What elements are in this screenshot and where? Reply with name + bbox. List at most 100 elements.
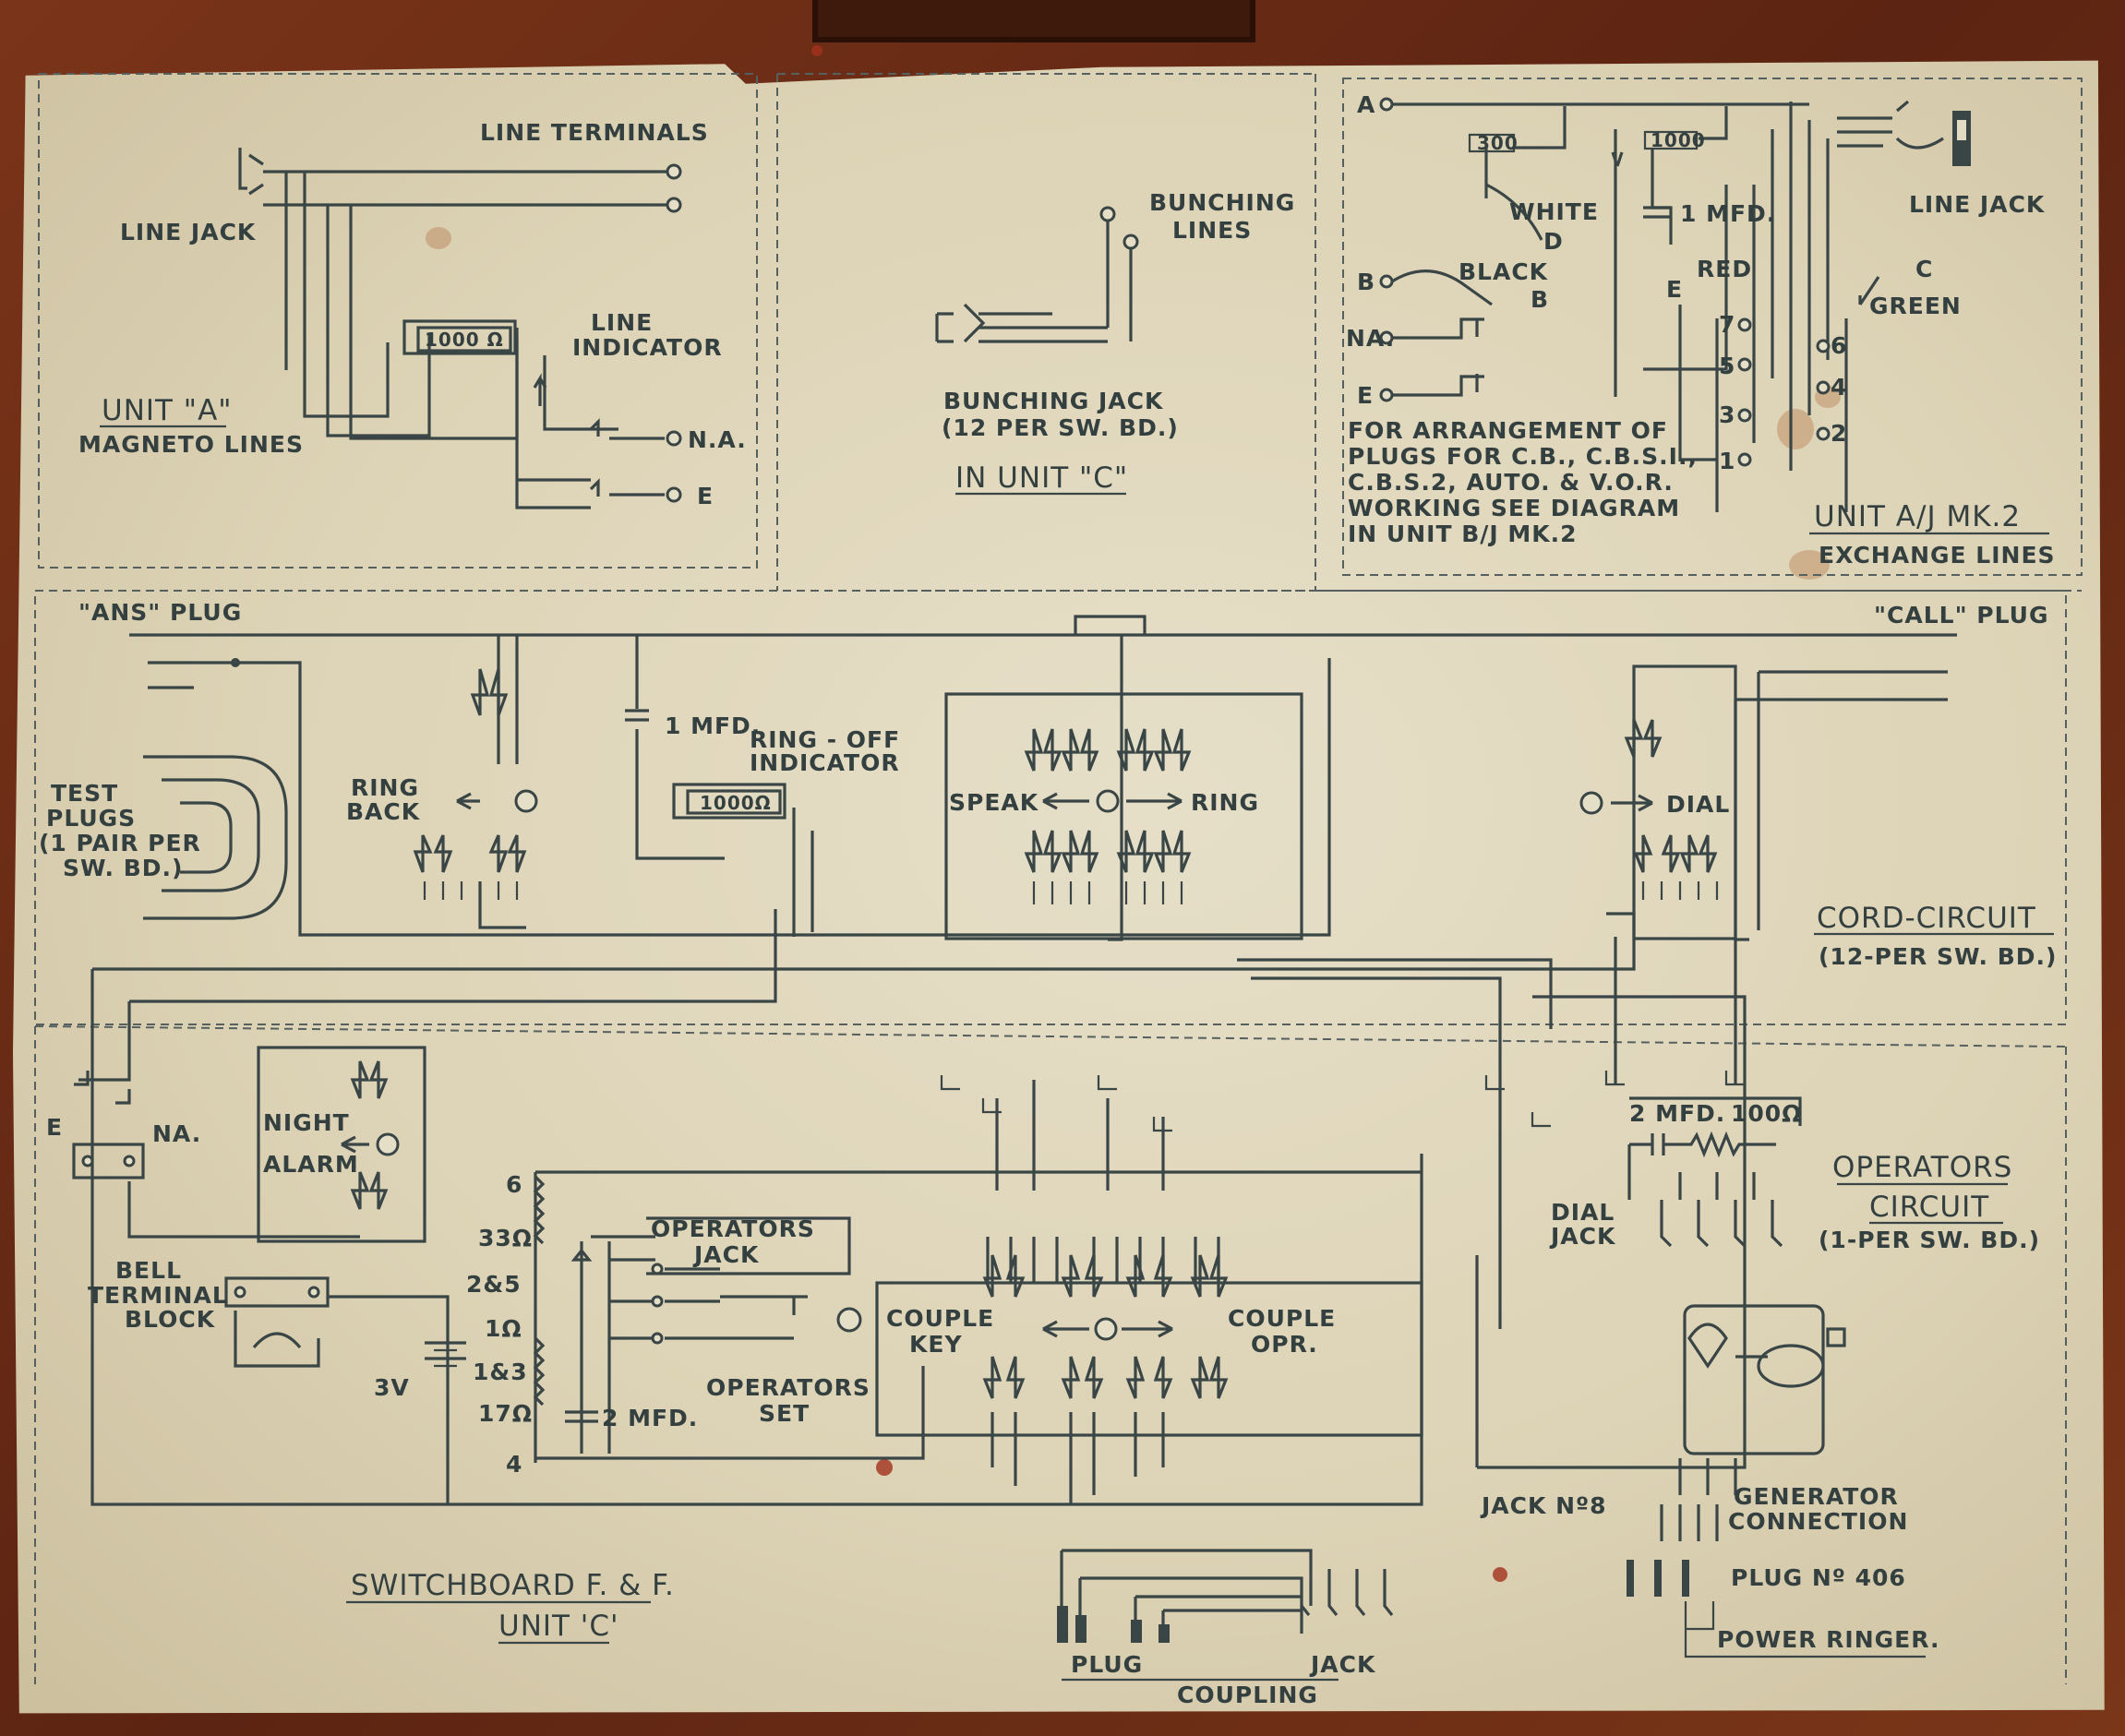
label-t13: 1&3 xyxy=(473,1359,528,1385)
label-test-plugs-2: PLUGS xyxy=(46,805,136,832)
label-bunching-jack-2: (12 PER SW. BD.) xyxy=(942,414,1179,441)
label-ring-off-1: RING - OFF xyxy=(750,726,900,753)
label-res-100: 100Ω xyxy=(1731,1100,1802,1127)
label-speak: SPEAK xyxy=(949,789,1039,816)
label-arrangement-1: FOR ARRANGEMENT OF xyxy=(1348,417,1668,444)
label-test-plugs-1: TEST xyxy=(51,780,118,807)
label-switchboard-2: UNIT 'C' xyxy=(498,1610,619,1643)
label-cord-circuit-sub: (12-PER SW. BD.) xyxy=(1819,943,2057,970)
label-op-jack-1: OPERATORS xyxy=(651,1215,815,1242)
label-dial: DIAL xyxy=(1666,791,1730,818)
label-res-1000-a: 1000 Ω xyxy=(425,329,504,351)
label-op-circuit-3: (1-PER SW. BD.) xyxy=(1819,1227,2040,1253)
label-white: WHITE xyxy=(1509,198,1599,225)
label-res-1000-cord: 1000Ω xyxy=(700,792,772,814)
label-couple-opr-2: OPR. xyxy=(1251,1331,1318,1358)
label-line-jack-a: LINE JACK xyxy=(120,219,257,245)
label-power-ringer: POWER RINGER. xyxy=(1717,1626,1939,1653)
label-res-1000-aj: 1000 xyxy=(1651,129,1706,151)
label-arrangement-5: IN UNIT B/J MK.2 xyxy=(1348,521,1578,547)
label-ring-off-2: INDICATOR xyxy=(750,749,900,776)
operators-circuit xyxy=(72,937,1926,1658)
label-aj-na: NA. xyxy=(1346,325,1395,352)
labels: LINE TERMINALS LINE JACK 1000 Ω LINE IND… xyxy=(39,91,2057,1708)
label-line-terminals: LINE TERMINALS xyxy=(480,119,709,146)
label-aj-b: B xyxy=(1357,269,1375,295)
label-t4: 4 xyxy=(506,1451,522,1478)
label-unit-a-sub: MAGNETO LINES xyxy=(78,431,304,458)
label-pin7: 7 xyxy=(1719,311,1735,338)
label-t25: 2&5 xyxy=(466,1271,522,1298)
label-bunching-jack-1: BUNCHING JACK xyxy=(943,388,1164,414)
label-t17: 17Ω xyxy=(478,1400,533,1427)
frame-top-tab xyxy=(812,0,1255,42)
label-switchboard-1: SWITCHBOARD F. & F. xyxy=(351,1569,675,1602)
label-op-jack-2: JACK xyxy=(692,1241,760,1268)
label-pin3: 3 xyxy=(1719,401,1735,428)
label-red: RED xyxy=(1697,256,1752,282)
label-line-jack-aj: LINE JACK xyxy=(1909,191,2046,218)
label-bunching-lines-1: BUNCHING xyxy=(1149,189,1295,216)
label-arrangement-3: C.B.S.2, AUTO. & V.O.R. xyxy=(1348,469,1674,496)
label-line-indicator-1: LINE xyxy=(591,309,653,336)
label-gen-1: GENERATOR xyxy=(1734,1483,1899,1510)
coupling xyxy=(1057,1549,1394,1682)
label-e-op: E xyxy=(46,1114,63,1141)
label-unit-a-title: UNIT "A" xyxy=(102,394,233,427)
label-night: NIGHT xyxy=(263,1109,350,1136)
label-plug: PLUG xyxy=(1071,1651,1143,1678)
label-cap-2mfd-op: 2 MFD. xyxy=(602,1405,698,1431)
label-b2: B xyxy=(1531,286,1549,313)
label-cap-1mfd-aj: 1 MFD. xyxy=(1680,200,1776,227)
label-res-300: 300 xyxy=(1477,132,1519,154)
label-bell-1: BELL xyxy=(115,1257,182,1284)
speak-ring-contacts xyxy=(1024,728,1192,904)
label-dial-jack-2: JACK xyxy=(1549,1223,1616,1250)
label-gen-2: CONNECTION xyxy=(1728,1508,1908,1535)
unit-aj-circuit xyxy=(1379,97,1971,512)
label-black: BLACK xyxy=(1459,258,1549,285)
paper-sheet xyxy=(13,60,2105,1714)
bunching-jack-circuit xyxy=(935,206,1139,343)
label-pin6: 6 xyxy=(1831,332,1847,359)
label-na-a: N.A. xyxy=(688,426,747,453)
label-op-set-1: OPERATORS xyxy=(706,1374,870,1401)
label-unit-aj-sub: EXCHANGE LINES xyxy=(1819,542,2056,569)
label-batt-3v: 3V xyxy=(374,1374,410,1401)
test-plugs xyxy=(143,755,288,920)
label-t6: 6 xyxy=(506,1171,522,1198)
label-cord-circuit-title: CORD-CIRCUIT xyxy=(1817,902,2036,935)
label-c: C xyxy=(1915,256,1933,282)
cord-switch-contacts xyxy=(413,668,1719,904)
label-in-unit-c: IN UNIT "C" xyxy=(955,461,1128,495)
label-test-plugs-4: SW. BD.) xyxy=(63,855,183,881)
label-alarm: ALARM xyxy=(263,1151,359,1178)
label-dial-jack-1: DIAL xyxy=(1551,1199,1615,1226)
label-t33: 33Ω xyxy=(478,1225,533,1251)
label-test-plugs-3: (1 PAIR PER xyxy=(39,830,201,856)
label-couple-key-2: KEY xyxy=(909,1331,963,1358)
label-ring-back-2: BACK xyxy=(346,798,421,825)
label-jack-no8: JACK Nº8 xyxy=(1480,1492,1607,1519)
unit-a-circuit xyxy=(238,148,682,509)
label-coupling: COUPLING xyxy=(1177,1682,1318,1708)
label-arrangement-4: WORKING SEE DIAGRAM xyxy=(1348,495,1680,521)
label-e-a: E xyxy=(697,483,714,509)
label-bell-3: BLOCK xyxy=(125,1306,216,1333)
label-t1: 1Ω xyxy=(485,1315,522,1342)
label-pin4: 4 xyxy=(1831,374,1847,401)
label-op-circuit-1: OPERATORS xyxy=(1832,1151,2012,1184)
dial-contacts xyxy=(1624,719,1719,900)
label-bell-2: TERMINAL xyxy=(88,1282,228,1309)
label-pin2: 2 xyxy=(1831,420,1847,447)
label-jack: JACK xyxy=(1309,1651,1376,1678)
label-na-op: NA. xyxy=(152,1120,201,1147)
label-couple-opr-1: COUPLE xyxy=(1228,1305,1336,1332)
panel-borders xyxy=(34,73,2083,1684)
label-unit-aj-title: UNIT A/J MK.2 xyxy=(1814,500,2021,533)
label-arrangement-2: PLUGS FOR C.B., C.B.S.I., xyxy=(1348,443,1698,470)
label-pin5: 5 xyxy=(1719,353,1735,379)
label-ring: RING xyxy=(1191,789,1259,816)
label-aj-e: E xyxy=(1357,382,1374,409)
